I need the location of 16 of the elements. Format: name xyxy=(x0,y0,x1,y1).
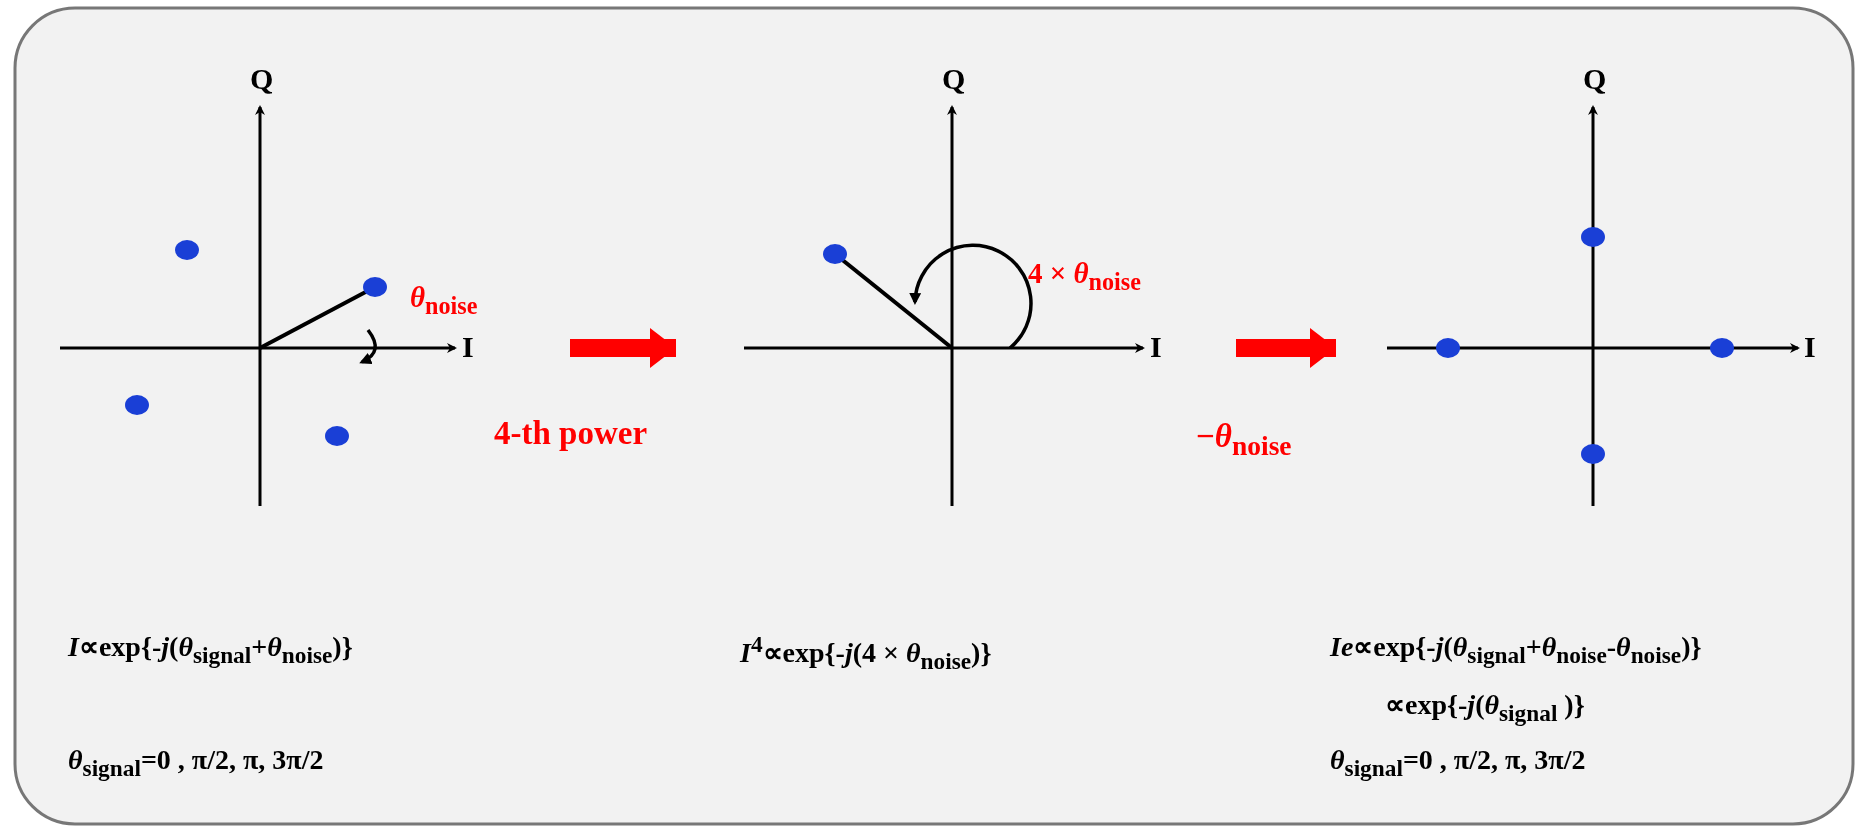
axis-label: I xyxy=(1804,330,1816,363)
formula: ∝exp{-j(θ$_{signal}$ )} xyxy=(1385,690,1585,727)
formula: I$^{4}$∝exp{-j(4 × θ$_{noise}$)} xyxy=(740,632,992,675)
axis-label: I xyxy=(462,330,474,363)
formula: θ$_{signal}$=0 , π/2, π, 3π/2 xyxy=(68,745,324,782)
axis-label: Q xyxy=(1583,62,1607,95)
angle-label: 4 × θ$_{noise}$ xyxy=(1028,258,1141,296)
formula: Ie∝exp{-j(θ$_{signal}$+θ$_{noise}$-θ$_{noise}$)} xyxy=(1330,632,1702,669)
axis-label: Q xyxy=(250,62,274,95)
arrow xyxy=(570,328,676,368)
arrow xyxy=(1236,328,1336,368)
formula: θ$_{signal}$=0 , π/2, π, 3π/2 xyxy=(1330,745,1586,782)
formula: I∝exp{-j(θ$_{signal}$+θ$_{noise}$)} xyxy=(68,632,353,669)
axis-label: Q xyxy=(942,62,966,95)
axis-label: I xyxy=(1150,330,1162,363)
angle-label: θ$_{noise}$ xyxy=(410,282,478,320)
